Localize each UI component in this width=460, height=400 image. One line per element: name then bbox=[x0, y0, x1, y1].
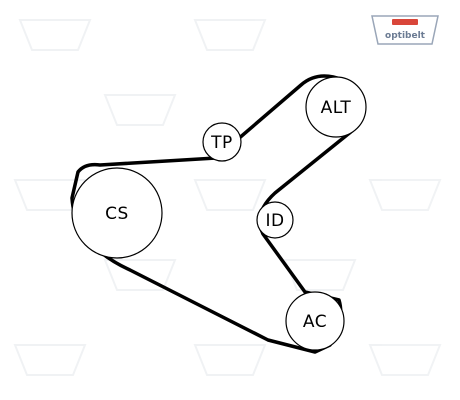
pulley-tp: TP bbox=[202, 122, 242, 162]
pulley-id: ID bbox=[256, 201, 294, 239]
pulley-cs: CS bbox=[71, 167, 163, 259]
watermark-pattern bbox=[13, 19, 442, 376]
pulley-ac-circle bbox=[285, 291, 345, 351]
pulley-alt: ALT bbox=[305, 76, 367, 138]
pulley-cs-label: CS bbox=[105, 204, 129, 224]
pulley-id-label: ID bbox=[265, 211, 284, 231]
pulley-ac: AC bbox=[285, 291, 345, 351]
logo-text: optibelt bbox=[385, 31, 426, 41]
pulley-tp-circle bbox=[202, 122, 242, 162]
pulley-ac-label: AC bbox=[303, 312, 327, 332]
pulley-tp-label: TP bbox=[210, 133, 233, 153]
pulley-alt-circle bbox=[305, 76, 367, 138]
optibelt-logo: optibelt bbox=[371, 15, 439, 45]
pulley-id-circle bbox=[256, 201, 294, 239]
pulley-alt-label: ALT bbox=[321, 98, 352, 118]
pulley-cs-circle bbox=[71, 167, 163, 259]
